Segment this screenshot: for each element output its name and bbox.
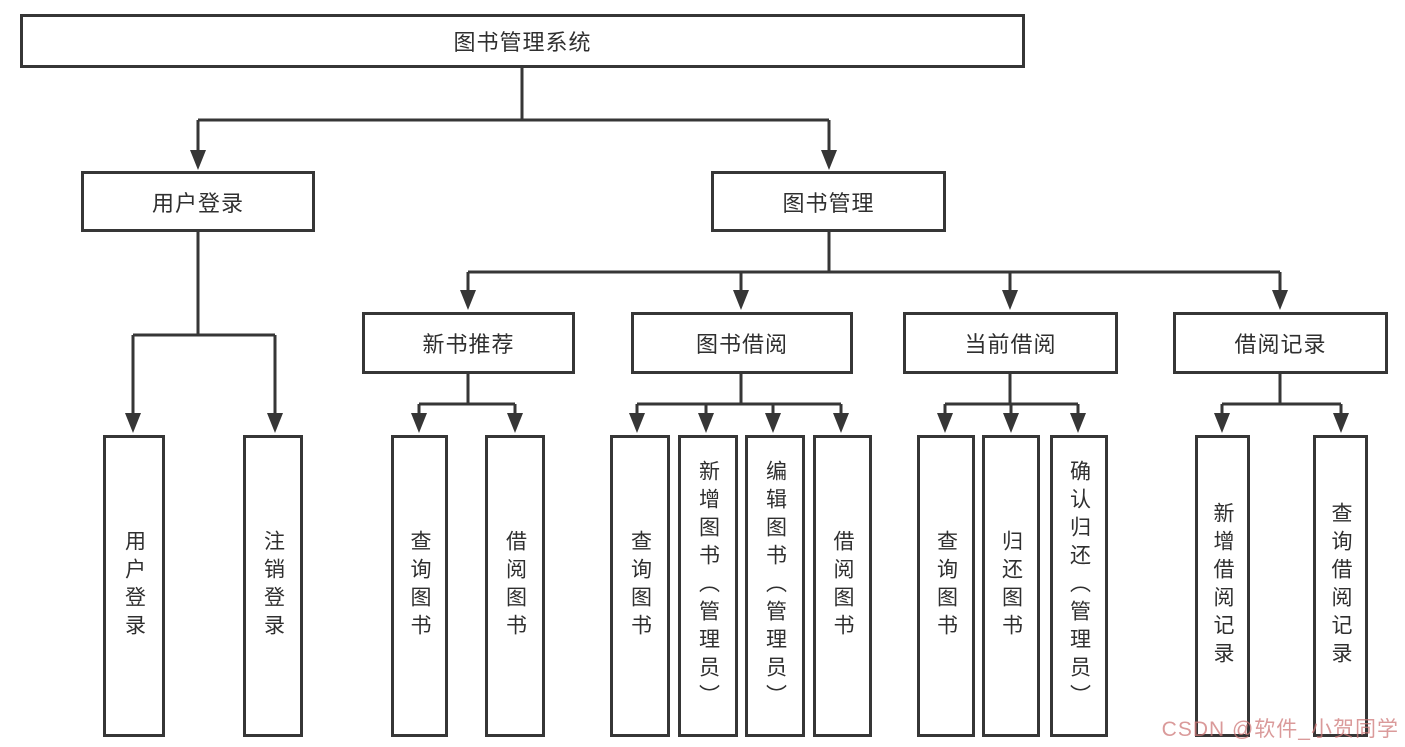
- node-query-borrow-record: 查询借阅记录: [1313, 435, 1368, 737]
- node-confirm-return-admin: 确认归还（管理员）: [1050, 435, 1108, 737]
- node-return-books: 归还图书: [982, 435, 1040, 737]
- node-user-login-action: 用户登录: [103, 435, 165, 737]
- node-query-books-borrow: 查询图书: [610, 435, 670, 737]
- node-add-books-admin: 新增图书（管理员）: [678, 435, 738, 737]
- node-book-borrowing: 图书借阅: [631, 312, 853, 374]
- node-edit-books-admin: 编辑图书（管理员）: [745, 435, 805, 737]
- node-borrow-books-action: 借阅图书: [813, 435, 872, 737]
- node-query-books-newbook: 查询图书: [391, 435, 448, 737]
- node-library-management-system: 图书管理系统: [20, 14, 1025, 68]
- node-query-books-current: 查询图书: [917, 435, 975, 737]
- node-book-management: 图书管理: [711, 171, 946, 232]
- node-add-borrow-record: 新增借阅记录: [1195, 435, 1250, 737]
- node-new-book-recommend: 新书推荐: [362, 312, 575, 374]
- node-user-login: 用户登录: [81, 171, 315, 232]
- node-logout: 注销登录: [243, 435, 303, 737]
- csdn-watermark: CSDN @软件_小贺同学: [1161, 718, 1399, 741]
- node-borrowing-records: 借阅记录: [1173, 312, 1388, 374]
- node-current-borrowing: 当前借阅: [903, 312, 1118, 374]
- node-borrow-books-newbook: 借阅图书: [485, 435, 545, 737]
